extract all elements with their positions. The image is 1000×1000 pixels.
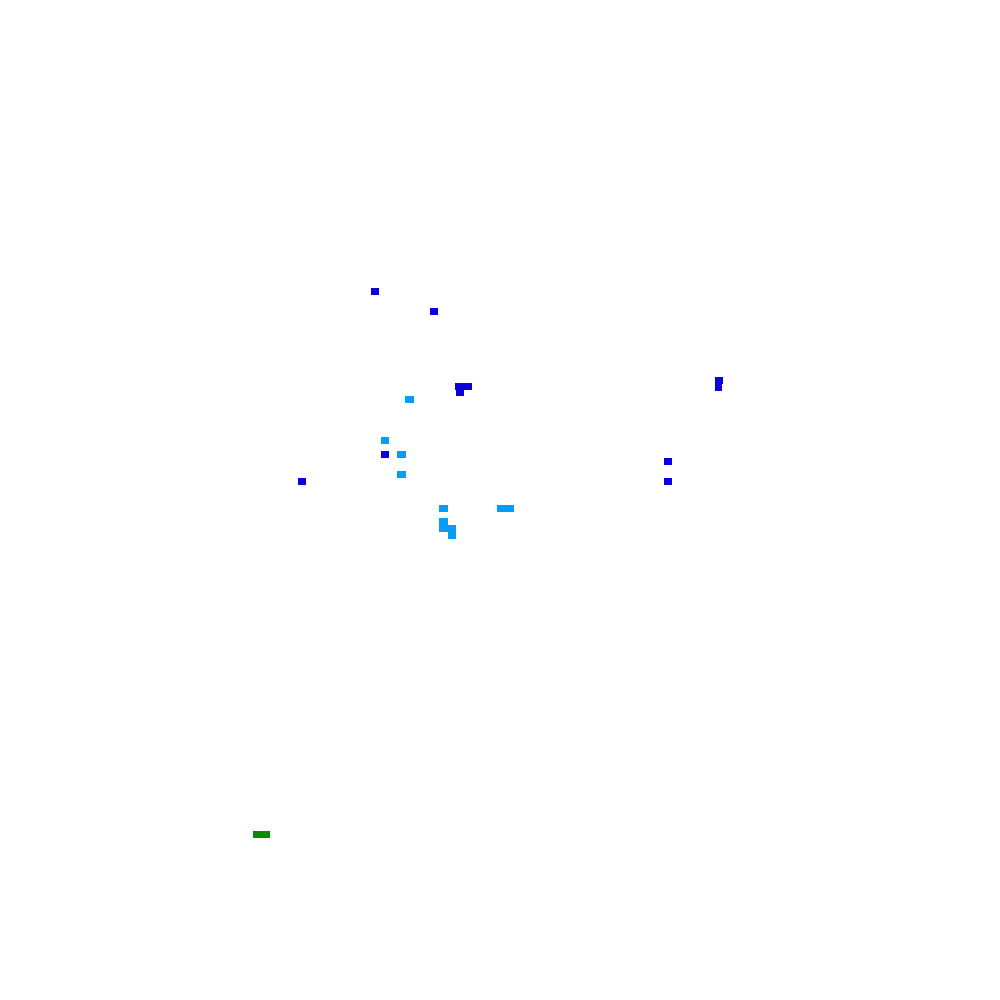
- light-blue-square: [397, 451, 406, 458]
- blue-square: [430, 308, 438, 315]
- blue-square: [715, 377, 723, 384]
- light-blue-square: [405, 396, 414, 403]
- blue-square: [715, 384, 722, 391]
- light-blue-square: [439, 525, 456, 532]
- blue-square: [298, 478, 306, 485]
- light-blue-square: [448, 532, 456, 539]
- light-blue-square: [381, 437, 389, 444]
- light-blue-square: [397, 471, 406, 478]
- blue-square: [381, 451, 389, 458]
- light-blue-square: [497, 505, 514, 512]
- blue-square: [664, 478, 672, 485]
- blue-square: [371, 288, 379, 295]
- light-blue-square: [439, 518, 448, 525]
- light-blue-square: [439, 505, 448, 512]
- blue-square: [456, 389, 464, 396]
- blue-square: [664, 458, 672, 465]
- green-dash: [253, 831, 270, 838]
- blue-square: [455, 383, 472, 390]
